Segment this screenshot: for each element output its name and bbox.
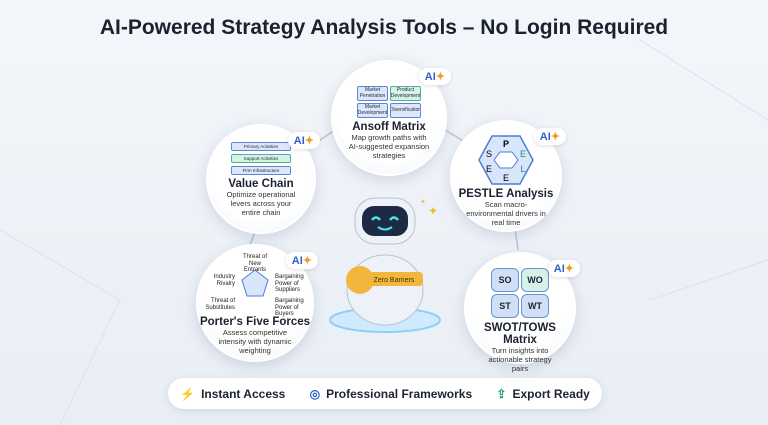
svg-text:S: S bbox=[486, 149, 492, 159]
svg-text:E: E bbox=[503, 173, 509, 183]
card-title: Ansoff Matrix bbox=[352, 121, 426, 133]
card-desc: Turn insights into actionable strategy p… bbox=[488, 346, 552, 373]
swot-cell: WO bbox=[521, 268, 549, 292]
force-label: Industry Rivalry bbox=[213, 274, 235, 287]
card-title: Porter's Five Forces bbox=[199, 316, 311, 328]
sparkle-icon: ✦ bbox=[428, 204, 438, 218]
sparkle-icon: ✦ bbox=[435, 71, 445, 83]
card-desc: Scan macro-environmental drivers in real… bbox=[466, 200, 546, 227]
svg-text:Zero Barriers: Zero Barriers bbox=[374, 277, 415, 284]
page-title: AI-Powered Strategy Analysis Tools – No … bbox=[99, 16, 669, 39]
sparkle-icon: ✦ bbox=[304, 135, 314, 147]
card-title: Value Chain bbox=[228, 178, 294, 190]
card-desc: Optimize operational levers across your … bbox=[226, 190, 296, 217]
card-desc: Assess competitive intensity with dynami… bbox=[218, 328, 292, 355]
svg-text:P: P bbox=[503, 139, 509, 149]
ai-badge: AI✦ bbox=[547, 260, 580, 277]
card-value-chain[interactable]: AI✦ Primary Activities Support Activitie… bbox=[206, 124, 320, 234]
ansoff-cell: Product Development bbox=[390, 86, 421, 101]
svg-text:E: E bbox=[520, 149, 526, 159]
lightning-icon: ⚡ bbox=[180, 386, 196, 401]
five-forces-diagram: Threat of New Entrants Bargaining Power … bbox=[203, 254, 307, 317]
swot-cell: WT bbox=[521, 294, 549, 318]
swot-cell: SO bbox=[491, 268, 519, 292]
sparkle-icon: ✦ bbox=[302, 255, 312, 267]
sparkle-icon: ✦ bbox=[564, 263, 574, 275]
force-label: Threat of New Entrants bbox=[242, 254, 267, 274]
svg-text:L: L bbox=[520, 164, 525, 174]
export-icon: ⇪ bbox=[496, 386, 507, 401]
value-chain-row: Primary Activities bbox=[231, 142, 291, 151]
card-porters-five-forces[interactable]: AI✦ Threat of New Entrants Bargaining Po… bbox=[196, 244, 318, 362]
feature-export-ready: ⇪Export Ready bbox=[496, 386, 590, 401]
svg-text:✦: ✦ bbox=[420, 198, 426, 206]
ai-badge: AI✦ bbox=[285, 252, 318, 269]
value-chain-row: Support Activities bbox=[231, 154, 291, 163]
card-swot-tows-matrix[interactable]: AI✦ SO WO ST WT SWOT/TOWS Matrix Turn in… bbox=[464, 252, 580, 373]
feature-instant-access: ⚡Instant Access bbox=[180, 386, 286, 401]
ai-badge: AI✦ bbox=[287, 132, 320, 149]
feature-bar: ⚡Instant Access ◎Professional Frameworks… bbox=[168, 378, 602, 409]
force-label: Threat of Substitutes bbox=[205, 298, 235, 311]
ansoff-cell: Market Penetration bbox=[357, 86, 388, 101]
force-label: Bargaining Power of Buyers bbox=[275, 298, 304, 318]
card-ansoff-matrix[interactable]: AI✦ Market Penetration Product Developme… bbox=[331, 60, 451, 176]
card-title: PESTLE Analysis bbox=[458, 188, 554, 200]
feature-professional-frameworks: ◎Professional Frameworks bbox=[309, 386, 473, 401]
card-pestle-analysis[interactable]: AI✦ P E L E E S PESTLE Analysis Scan mac… bbox=[450, 120, 566, 232]
force-label: Bargaining Power of Suppliers bbox=[275, 274, 304, 294]
card-desc: Map growth paths with AI-suggested expan… bbox=[348, 133, 430, 160]
ai-badge: AI✦ bbox=[418, 68, 451, 85]
pestle-hexagon-icon: P E L E E S bbox=[478, 135, 534, 185]
value-chain-row: Firm Infrastructure bbox=[231, 166, 291, 175]
ai-badge: AI✦ bbox=[533, 128, 566, 145]
swot-cell: ST bbox=[491, 294, 519, 318]
ansoff-cell: Diversification bbox=[390, 103, 421, 118]
svg-text:E: E bbox=[486, 164, 492, 174]
robot-mascot-illustration: Zero Barriers ✦ ✦ bbox=[329, 197, 441, 333]
card-title: SWOT/TOWS Matrix bbox=[484, 322, 556, 346]
target-icon: ◎ bbox=[309, 386, 321, 401]
five-forces-pentagon bbox=[241, 269, 269, 297]
ansoff-cell: Market Development bbox=[357, 103, 388, 118]
sparkle-icon: ✦ bbox=[550, 131, 560, 143]
